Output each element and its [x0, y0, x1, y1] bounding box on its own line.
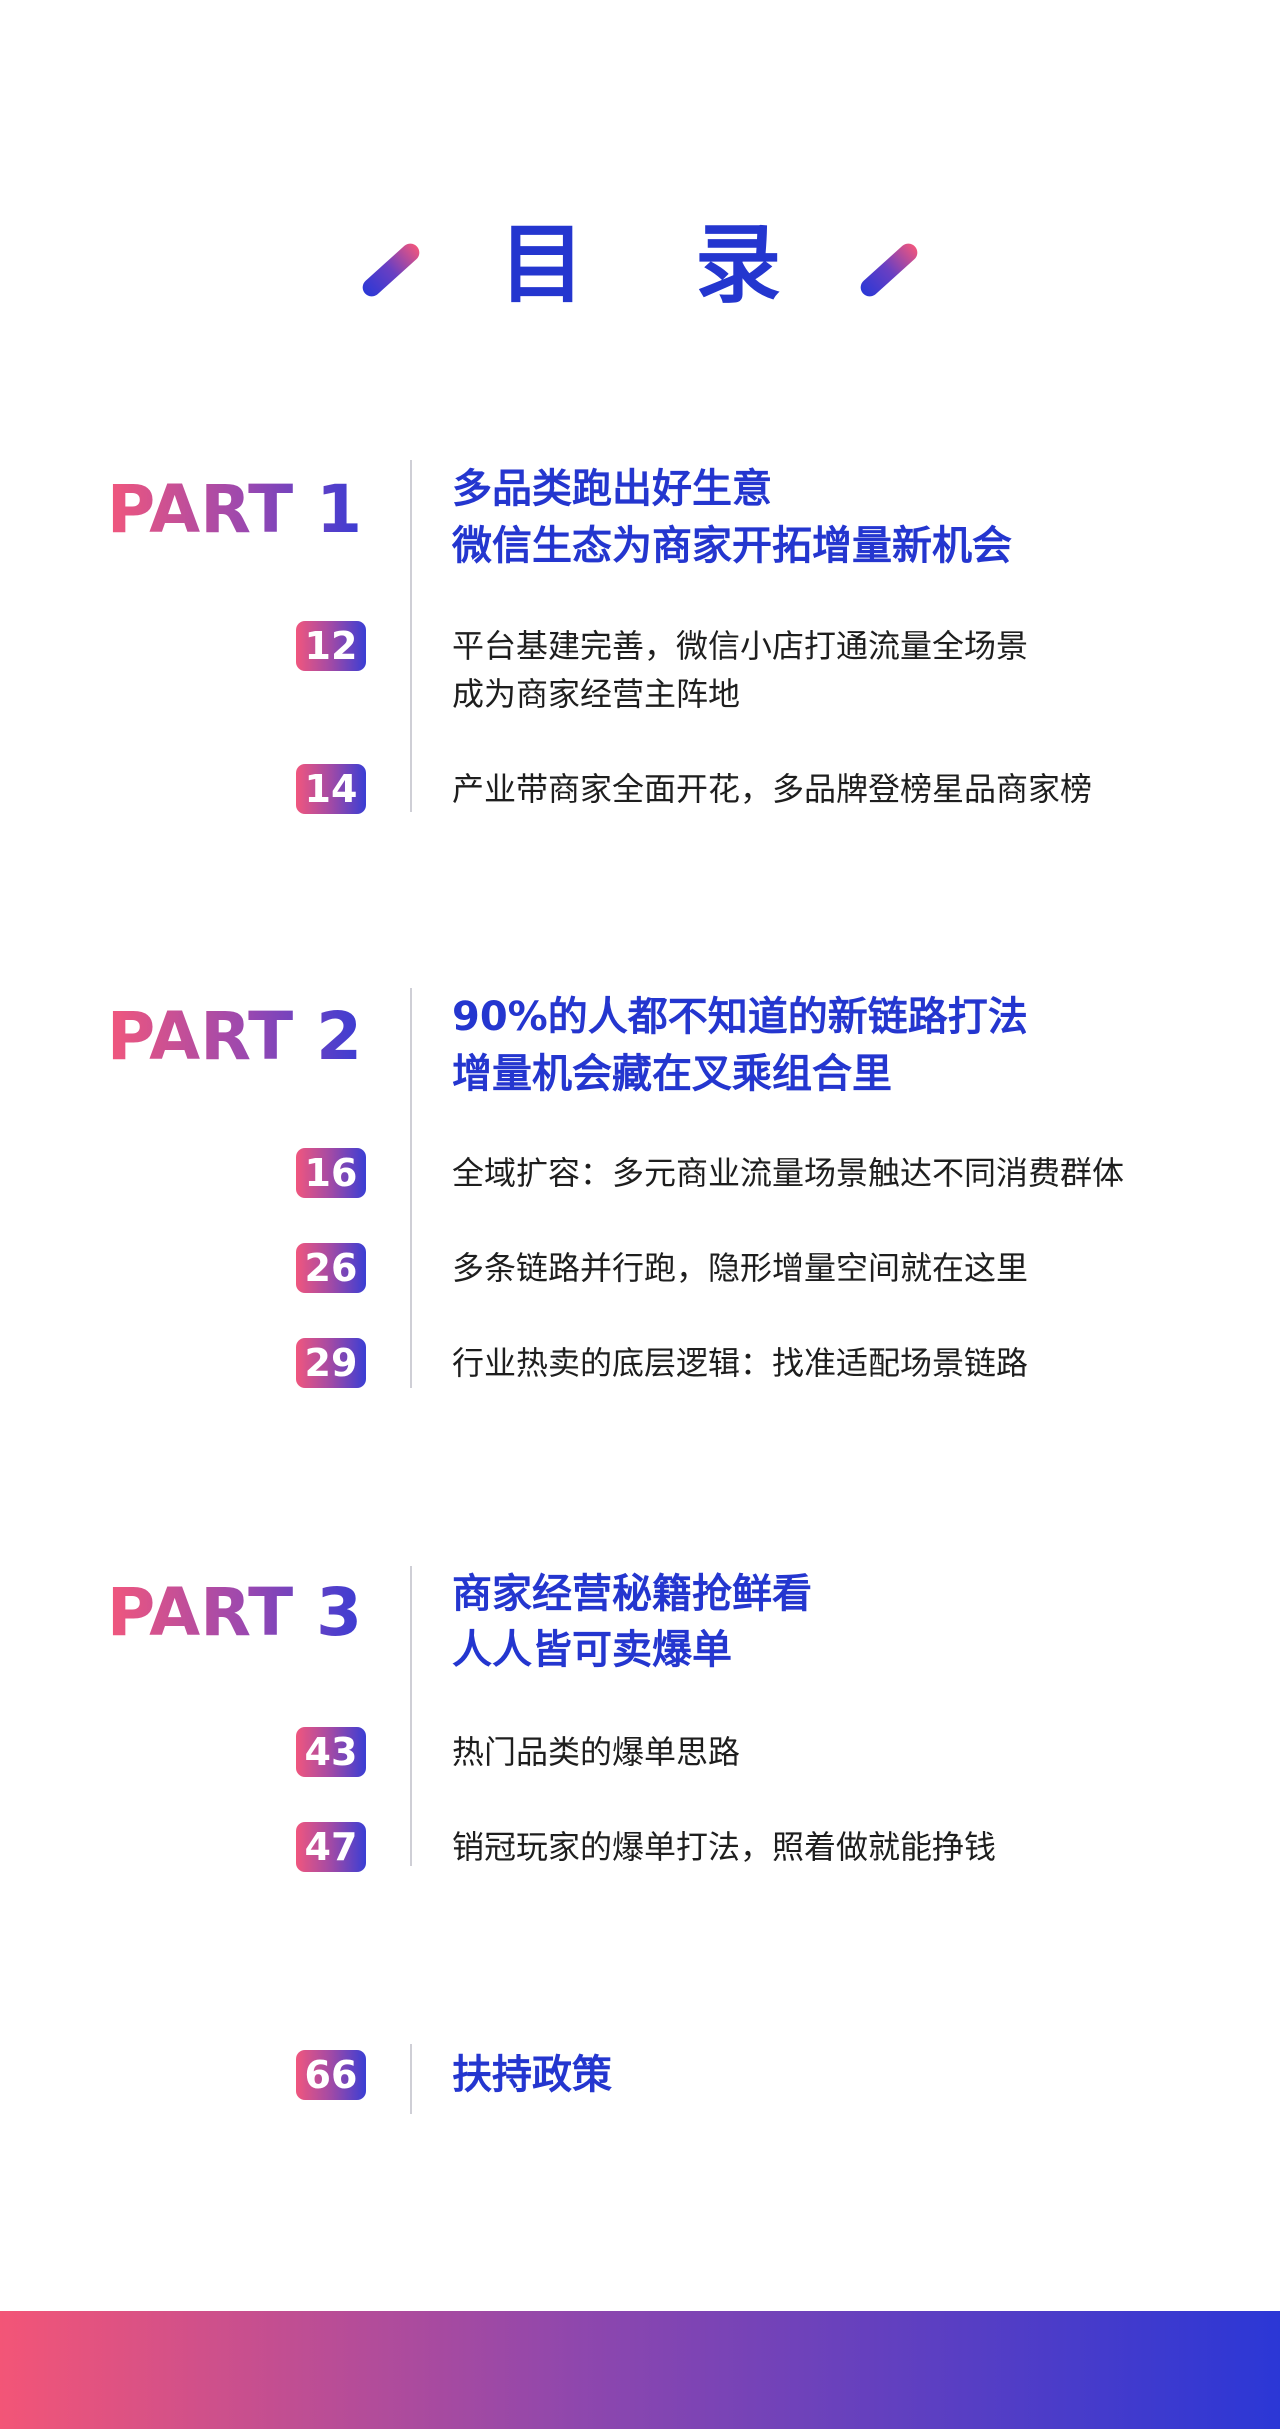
toc-title-area: 目 录	[0, 210, 1280, 320]
part-2-label: PART 2	[106, 998, 362, 1075]
toc-entry-line[interactable]: 行业热卖的底层逻辑：找准适配场景链路	[452, 1344, 1029, 1382]
page-number-badge: 43	[296, 1727, 366, 1777]
support-heading[interactable]: 扶持政策	[452, 2052, 612, 2098]
toc-entry-line[interactable]: 成为商家经营主阵地	[452, 675, 741, 713]
page-title: 目 录	[499, 215, 821, 315]
page-number-badge: 47	[296, 1822, 366, 1872]
part-2-heading-line-2[interactable]: 增量机会藏在叉乘组合里	[452, 1051, 892, 1097]
toc-entry-line[interactable]: 销冠玩家的爆单打法，照着做就能挣钱	[452, 1828, 997, 1866]
part-1-heading-line-2[interactable]: 微信生态为商家开拓增量新机会	[452, 523, 1012, 569]
part-1-divider	[410, 460, 412, 812]
part-2-heading-line-1[interactable]: 90%的人都不知道的新链路打法	[452, 994, 1028, 1040]
page-number-badge: 14	[296, 764, 366, 814]
part-2-divider	[410, 988, 412, 1388]
part-3-heading-line-2[interactable]: 人人皆可卖爆单	[452, 1627, 732, 1673]
part-1-heading-line-1[interactable]: 多品类跑出好生意	[452, 466, 772, 512]
toc-entry-line[interactable]: 全域扩容：多元商业流量场景触达不同消费群体	[452, 1154, 1125, 1192]
page-number-badge: 16	[296, 1148, 366, 1198]
part-3-heading-line-1[interactable]: 商家经营秘籍抢鲜看	[452, 1571, 812, 1617]
toc-entry-line[interactable]: 产业带商家全面开花，多品牌登榜星品商家榜	[452, 770, 1093, 808]
page-number-badge: 12	[296, 621, 366, 671]
toc-entry-line[interactable]: 平台基建完善，微信小店打通流量全场景	[452, 627, 1029, 665]
toc-entry-line[interactable]: 热门品类的爆单思路	[452, 1733, 741, 1771]
support-divider	[410, 2044, 412, 2114]
page-number-badge: 66	[296, 2050, 366, 2100]
part-1-label: PART 1	[106, 471, 362, 548]
part-3-label: PART 3	[106, 1574, 362, 1651]
page-number-badge: 29	[296, 1338, 366, 1388]
bottom-gradient-band	[0, 2311, 1280, 2429]
part-3-divider	[410, 1566, 412, 1866]
toc-entry-line[interactable]: 多条链路并行跑，隐形增量空间就在这里	[452, 1249, 1029, 1287]
page-number-badge: 26	[296, 1243, 366, 1293]
